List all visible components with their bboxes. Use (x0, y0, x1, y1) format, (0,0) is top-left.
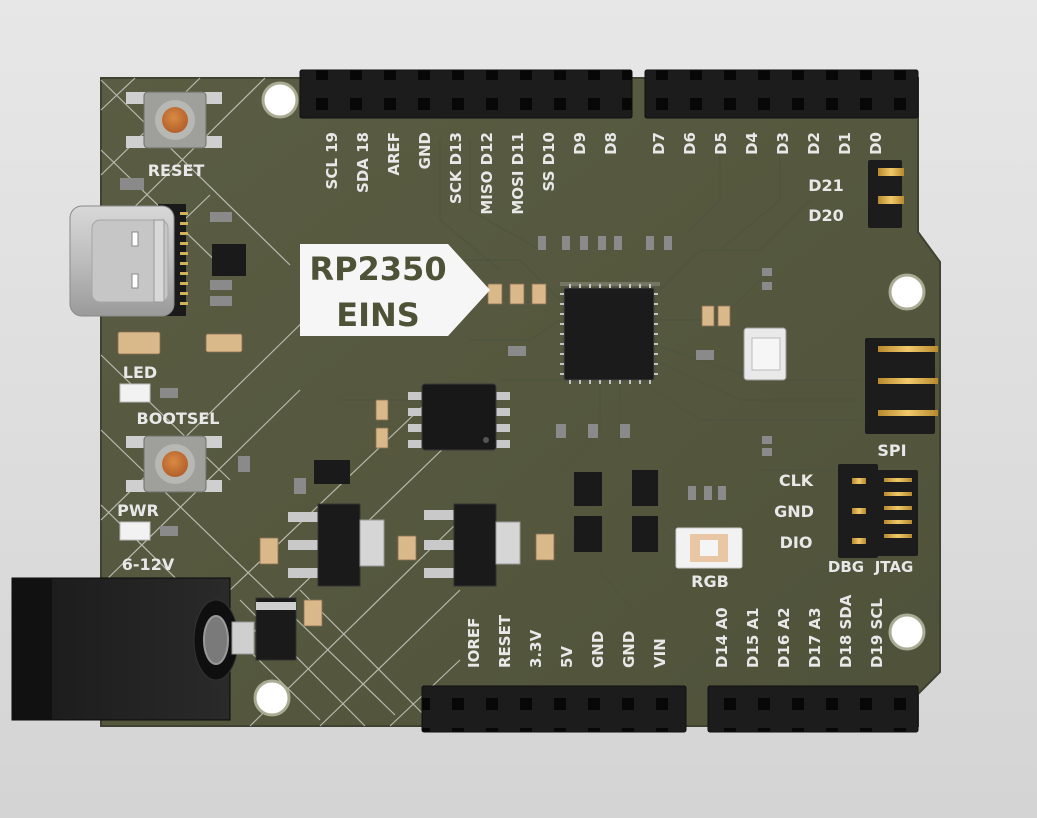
pwr-label: PWR (117, 501, 159, 520)
bottom-left-pin-label: IOREF (465, 618, 483, 668)
dc-barrel-jack (11, 577, 255, 721)
top-right-pin-label: D6 (681, 132, 699, 155)
top-right-pin-label: D1 (836, 132, 854, 155)
bottom-right-pin-label: D14 A0 (713, 607, 731, 668)
bottom-left-pin-label: GND (589, 631, 607, 668)
spi-header (865, 338, 938, 434)
logo-line2: EINS (336, 296, 420, 334)
bottom-left-pin-label: 5V (558, 646, 576, 668)
bootsel-button (126, 435, 222, 493)
reset-button (126, 91, 222, 149)
mounting-holes (253, 81, 926, 717)
top-left-pin-label: SCK D13 (447, 132, 465, 204)
top-left-pin-label: D8 (602, 132, 620, 155)
top-right-pin-label: D2 (805, 132, 823, 155)
crystal (743, 327, 787, 381)
bottom-right-pin-label: D16 A2 (775, 607, 793, 668)
top-left-pin-label: SDA 18 (354, 132, 372, 193)
bottom-left-pin-label: RESET (496, 614, 514, 668)
reset-label: RESET (148, 161, 205, 180)
voltage-label: 6-12V (122, 555, 175, 574)
top-left-pin-label: SS D10 (540, 132, 558, 191)
top-right-pin-label: D7 (650, 132, 668, 155)
bottom-left-pin-label: 3.3V (527, 629, 545, 668)
d20-label: D20 (808, 206, 844, 225)
bottom-right-pin-label: D19 SCL (868, 598, 886, 668)
jtag-header (876, 470, 918, 556)
voltage-regulator-1 (288, 503, 385, 587)
bottom-right-pin-label: D18 SDA (837, 594, 855, 668)
transistors (212, 244, 658, 552)
jtag-label: JTAG (874, 558, 914, 576)
top-right-pin-label: D4 (743, 132, 761, 155)
led-label: LED (123, 363, 157, 382)
gnd-label: GND (774, 502, 814, 521)
dbg-header (838, 464, 878, 558)
bottom-right-pin-label: D17 A3 (806, 607, 824, 668)
header-top-left (299, 69, 633, 119)
top-right-pin-label: D3 (774, 132, 792, 155)
top-right-pin-label: D5 (712, 132, 730, 155)
voltage-regulator-2 (424, 503, 521, 587)
dio-label: DIO (780, 533, 813, 552)
header-top-right (644, 69, 919, 119)
d20-d21-header (868, 160, 904, 228)
d21-label: D21 (808, 176, 844, 195)
passive-components (117, 178, 772, 627)
top-right-pin-label: D0 (867, 132, 885, 155)
flash-chip (408, 383, 510, 451)
top-left-pin-label: MISO D12 (478, 132, 496, 215)
logo-line1: RP2350 (309, 250, 446, 288)
rgb-led (675, 527, 743, 569)
bottom-left-pin-label: VIN (651, 638, 669, 668)
top-left-pin-label: SCL 19 (323, 132, 341, 189)
spi-label: SPI (877, 441, 906, 460)
header-bottom-right (707, 685, 919, 733)
bootsel-label: BOOTSEL (137, 409, 220, 428)
diode (255, 597, 297, 661)
top-left-pin-label: AREF (385, 132, 403, 176)
header-bottom-left (421, 685, 687, 733)
pin-labels: SCL 19 SDA 18 AREF GND SCK D13 MISO D12 MOSI D… (323, 132, 886, 668)
board-logo: RP2350 EINS (300, 244, 490, 336)
dbg-label: DBG (828, 558, 864, 576)
rgb-label: RGB (691, 572, 729, 591)
clk-label: CLK (779, 471, 814, 490)
usb-c-connector (69, 204, 188, 317)
top-left-pin-label: GND (416, 132, 434, 169)
top-left-pin-label: MOSI D11 (509, 132, 527, 215)
rp2350-chip (560, 282, 660, 384)
bottom-left-pin-label: GND (620, 631, 638, 668)
bottom-right-pin-label: D15 A1 (744, 607, 762, 668)
top-left-pin-label: D9 (571, 132, 589, 155)
